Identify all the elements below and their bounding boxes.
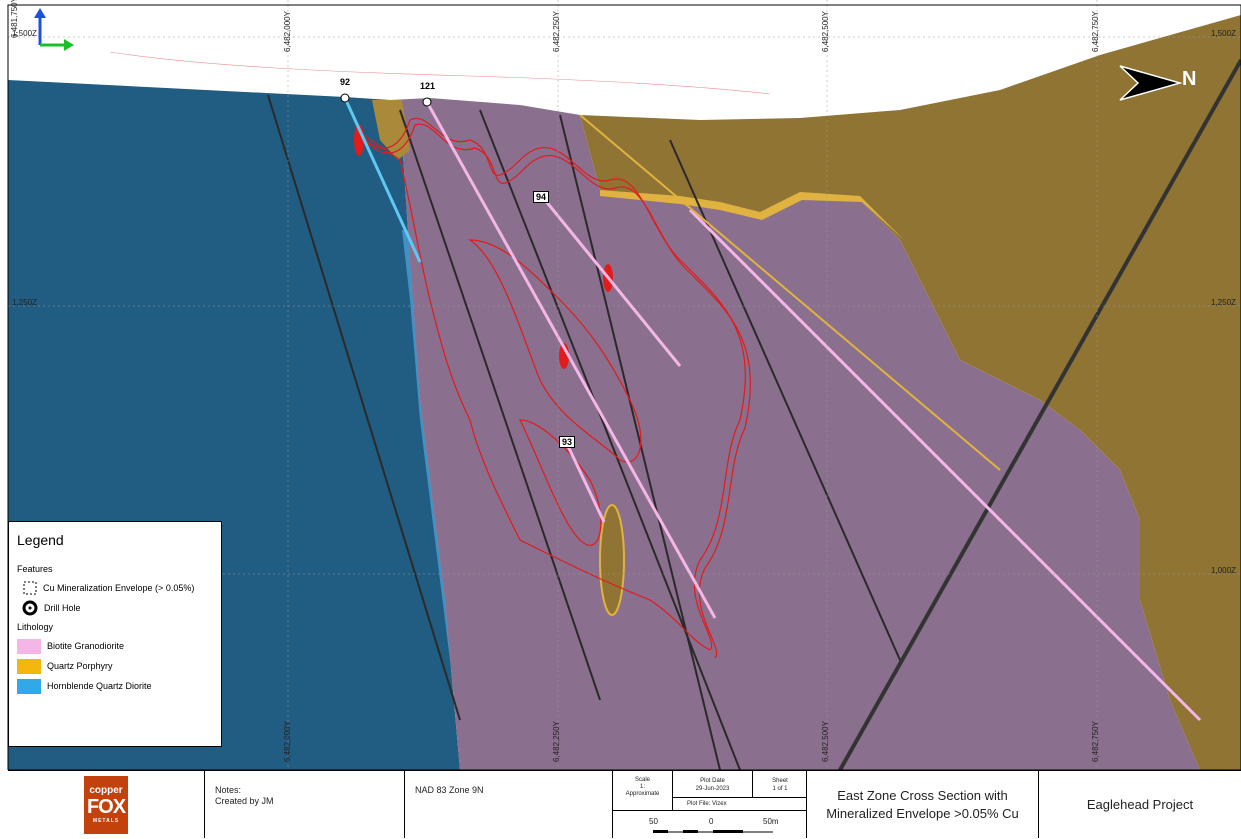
notes-cell: Notes: Created by JM [204,771,404,838]
drill-hole-trace [566,445,606,523]
faults [267,94,901,771]
section-title: East Zone Cross Section with Mineralized… [826,787,1019,821]
elevation-label: 1,500Z [12,29,37,38]
drill-collars [340,93,432,107]
legend-features-heading: Features [17,564,53,574]
easting-label: 6,482,000Y [283,11,292,52]
legend-item: Hornblende Quartz Diorite [17,676,213,696]
plot-file: Plot File: Vizex [673,798,807,811]
project-cell: Eaglehead Project [1038,771,1241,838]
elevation-label: 1,250Z [1211,298,1236,307]
easting-label-bottom: 6,482,000Y [283,721,292,762]
plot-date: 29-Jun-2023 [695,786,730,792]
logo-text: METALS [92,817,120,824]
axis-triad [34,8,74,51]
scale-label: Scale [634,777,650,783]
drill-hole-label[interactable]: 121 [420,81,436,91]
drill-hole-label[interactable]: 92 [340,77,351,87]
quartz-porphyry-margin [600,190,904,240]
notes-text: Created by JM [215,796,274,806]
legend-lithology-heading: Lithology [17,622,54,632]
company-logo: copper FOX METALS [84,775,128,834]
scale-bar-label: 50 [649,817,658,826]
easting-label-bottom: 6,482,750Y [1091,721,1100,762]
datum-cell: NAD 83 Zone 9N [404,771,612,838]
north-arrow-icon [1119,65,1183,101]
easting-label-bottom: 6,482,500Y [821,721,830,762]
legend-swatch [17,678,41,694]
datum-text: NAD 83 Zone 9N [415,785,484,795]
drill-hole-label[interactable]: 94 [533,191,550,203]
north-label: N [1182,68,1197,90]
topography-line [109,51,771,95]
legend-item-label: Cu Mineralization Envelope (> 0.05%) [43,583,195,593]
elevation-label: 1,000Z [1211,566,1236,575]
legend: Legend Features Cu Mineralization Envelo… [8,521,222,747]
drill-hole-icon [340,93,350,103]
legend-item-label: Biotite Granodiorite [47,641,125,651]
easting-label: 6,482,250Y [552,11,561,52]
logo-text: copper [89,784,123,796]
scale-value: 1: [639,784,645,790]
cross-section-map[interactable]: 6,481,750Y 6,482,000Y 6,482,250Y 6,482,5… [0,0,1241,771]
quartz-porphyry-pod [599,504,625,616]
project-name: Eaglehead Project [1086,797,1194,812]
legend-title: Legend [17,532,64,548]
quartz-porphyry-unit [580,15,1241,770]
dashed-outline-icon [23,581,37,595]
logo-text: FOX [86,795,126,818]
drill-hole-trace [425,101,717,619]
legend-item: Biotite Granodiorite [17,636,213,656]
legend-item: Cu Mineralization Envelope (> 0.05%) [17,578,213,598]
drill-hole-trace [343,97,422,263]
easting-label: 6,482,750Y [1091,11,1100,52]
section-title-cell: East Zone Cross Section with Mineralized… [806,771,1038,838]
major-fault [838,59,1241,771]
elevation-label: 1,500Z [1211,29,1236,38]
legend-item: Drill Hole [17,598,213,618]
quartz-porphyry-dyke [372,100,410,160]
easting-label: 6,482,500Y [821,11,830,52]
legend-swatch [17,658,41,674]
drill-hole-trace [543,199,682,367]
legend-swatch [17,638,41,654]
elevation-label: 1,250Z [12,298,37,307]
pink-dyke [688,208,1202,722]
drill-hole-icon [22,600,38,616]
drill-hole-label[interactable]: 93 [559,436,576,448]
mineralized-envelope [355,117,751,659]
scale-bar-graphic [653,830,773,833]
drill-hole-icon [422,97,432,107]
legend-item-label: Quartz Porphyry [47,661,113,671]
legend-item-label: Drill Hole [44,603,81,613]
legend-item: Quartz Porphyry [17,656,213,676]
sheet-label: Sheet [772,778,788,784]
biotite-granodiorite-unit [390,98,1200,770]
sheet-number: 1 of 1 [772,786,788,792]
scale-bar-label: 50m [763,817,779,826]
legend-item-label: Hornblende Quartz Diorite [47,681,152,691]
logo-cell: copper FOX METALS [8,771,204,838]
scale-bar: 50 0 50m [613,811,807,839]
easting-label-bottom: 6,482,250Y [552,721,561,762]
north-arrow: N [1118,64,1208,109]
porphyry-dyke-line [579,114,1001,471]
title-block: copper FOX METALS Notes: Created by JM N… [8,770,1241,838]
scale-note: Approximate [625,791,660,797]
notes-label: Notes: [215,785,242,795]
scale-bar-label: 0 [709,817,714,826]
scale-cell: Scale 1: Approximate Plot Date 29-Jun-20… [612,771,807,839]
drill-traces [343,97,717,619]
plot-date-label: Plot Date [700,778,725,784]
